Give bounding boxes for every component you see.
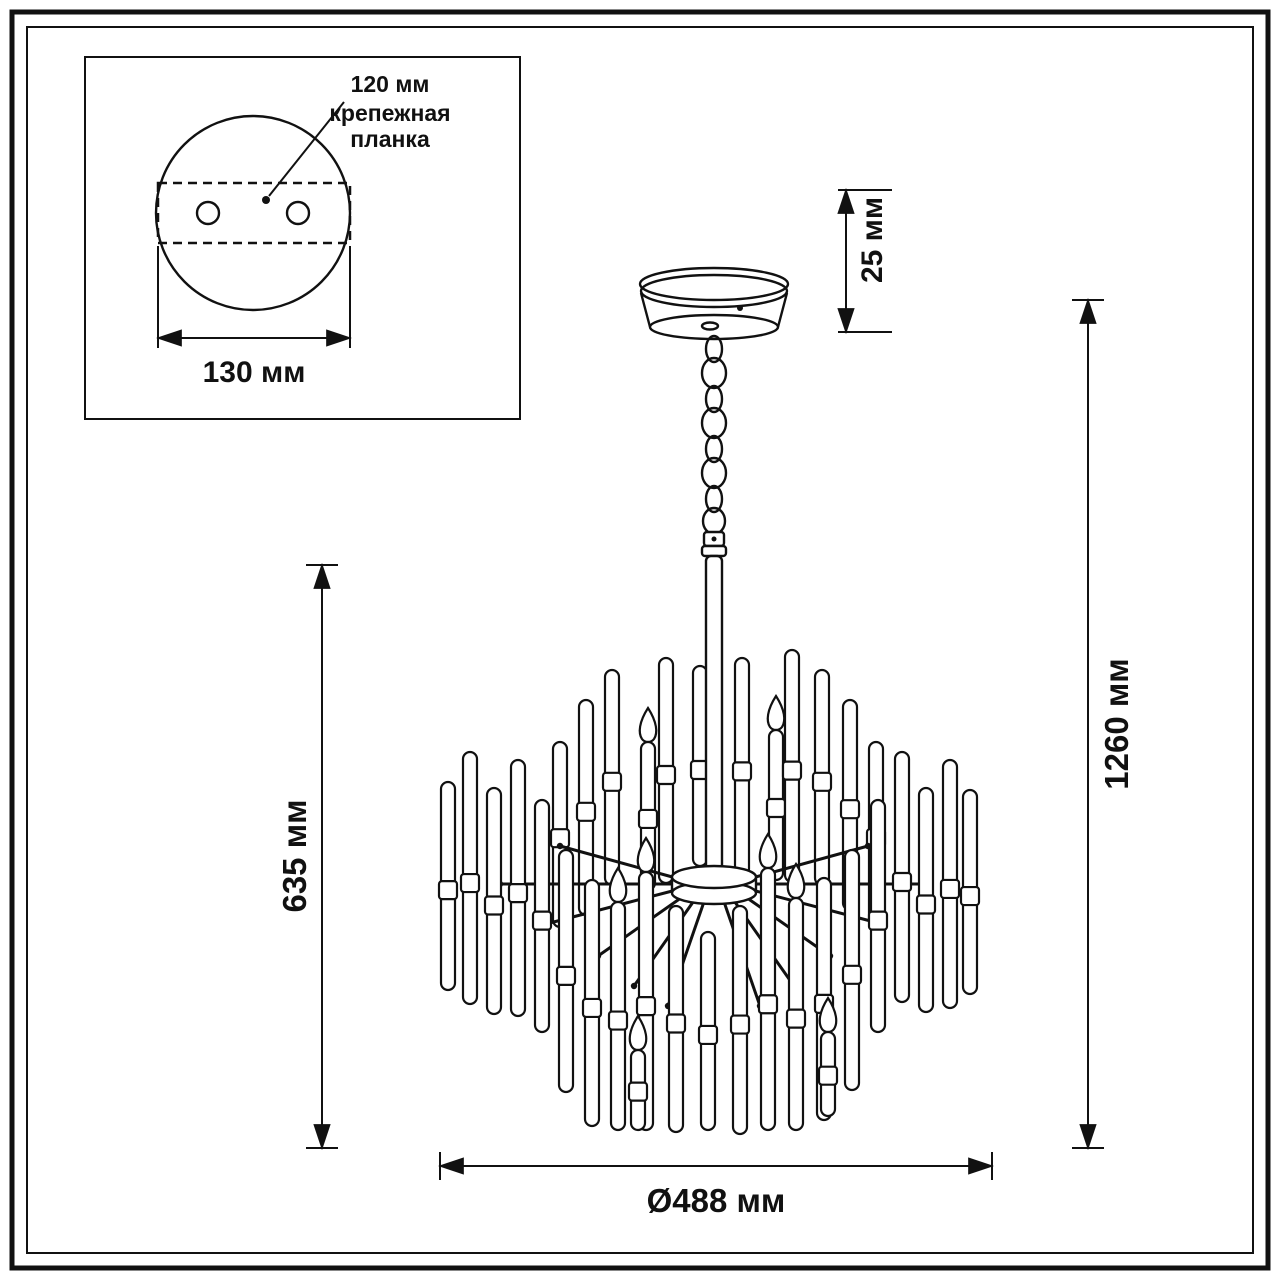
mount-plate-inset: 120 мм крепежная планка 130 мм	[84, 56, 521, 420]
candle-tube	[555, 848, 577, 1094]
candle-tube	[785, 861, 807, 1132]
mount-plate-label-line2: планка	[350, 126, 430, 152]
rod	[700, 530, 728, 878]
dim-body-height-label: 635 мм	[276, 799, 313, 912]
inset-box	[84, 56, 521, 420]
mount-plate-outline	[156, 181, 352, 245]
candle-tube	[665, 904, 687, 1134]
dim-body-height: 635 мм	[276, 562, 338, 1151]
dim-plate-width: 130 мм	[155, 246, 353, 389]
candle-tube	[731, 656, 753, 878]
candle-tube	[581, 878, 603, 1128]
candle-tube	[483, 786, 505, 1016]
leader-dot	[262, 196, 270, 204]
candle-tube	[531, 798, 553, 1034]
dim-canopy-height-label: 25 мм	[856, 197, 889, 283]
dim-total-height-label: 1260 мм	[1098, 658, 1135, 789]
leader-line	[268, 101, 345, 197]
canopy-circle	[154, 114, 352, 312]
candle-tube	[939, 758, 961, 1010]
candle-flame-bulb	[638, 705, 658, 744]
candle-tube	[601, 668, 623, 887]
dim-total-height: 1260 мм	[1072, 297, 1135, 1151]
candle-tube	[627, 1013, 649, 1132]
candle-tube	[841, 848, 863, 1092]
candle-tube	[729, 904, 751, 1136]
candle-tube	[959, 788, 981, 996]
mount-plate-label-line1: крепежная	[329, 100, 450, 126]
chain	[700, 334, 728, 536]
dim-diameter: Ø488 мм	[437, 1152, 995, 1219]
candle-tube	[697, 930, 719, 1132]
mount-hole-right	[285, 200, 311, 226]
candle-tube	[915, 786, 937, 1014]
candle-tube	[811, 668, 833, 887]
candle-flame-bulb	[766, 693, 786, 732]
candle-tube	[437, 780, 459, 992]
candle-tube	[867, 798, 889, 1034]
candle-tube	[781, 648, 803, 884]
dim-hole-spacing-label: 120 мм	[351, 71, 430, 97]
candle-tube	[607, 865, 629, 1132]
candle-tube	[891, 750, 913, 1004]
mount-hole-left	[195, 200, 221, 226]
hub	[670, 864, 758, 906]
dim-plate-width-label: 130 мм	[203, 356, 306, 389]
candle-tube	[817, 995, 839, 1118]
candle-tube	[757, 831, 779, 1132]
tubes-front	[437, 750, 981, 1136]
candle-tube	[507, 758, 529, 1018]
dim-diameter-label: Ø488 мм	[647, 1182, 786, 1219]
candle-tube	[655, 656, 677, 885]
tubes-back	[549, 648, 887, 929]
candle-tube	[459, 750, 481, 1006]
ceiling-canopy	[638, 266, 790, 341]
frame-border	[9, 9, 1271, 1271]
dim-canopy-height: 25 мм	[837, 187, 892, 335]
